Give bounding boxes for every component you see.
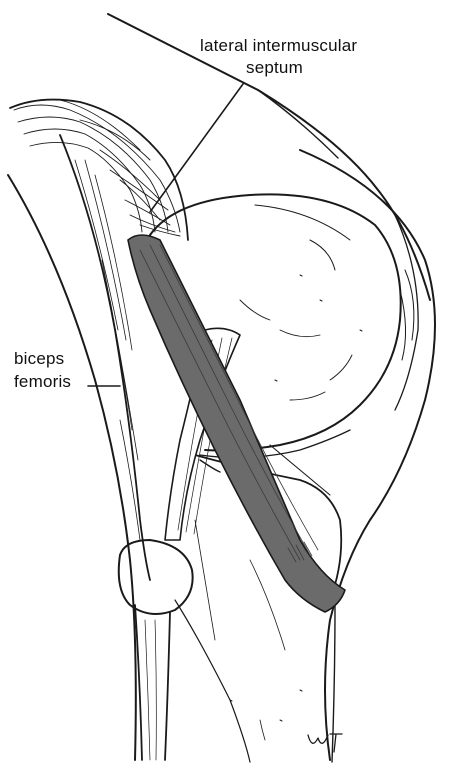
label-biceps: biceps — [14, 349, 64, 369]
septum-fibers — [14, 100, 180, 236]
septum-leader-line — [150, 84, 243, 212]
thigh-posterior-edge — [8, 175, 136, 760]
label-lateral-intermuscular: lateral intermuscular — [200, 36, 357, 56]
patella-outline — [300, 150, 435, 760]
label-femoris: femoris — [14, 372, 71, 392]
label-septum: septum — [246, 58, 303, 78]
artist-signature — [308, 734, 342, 752]
